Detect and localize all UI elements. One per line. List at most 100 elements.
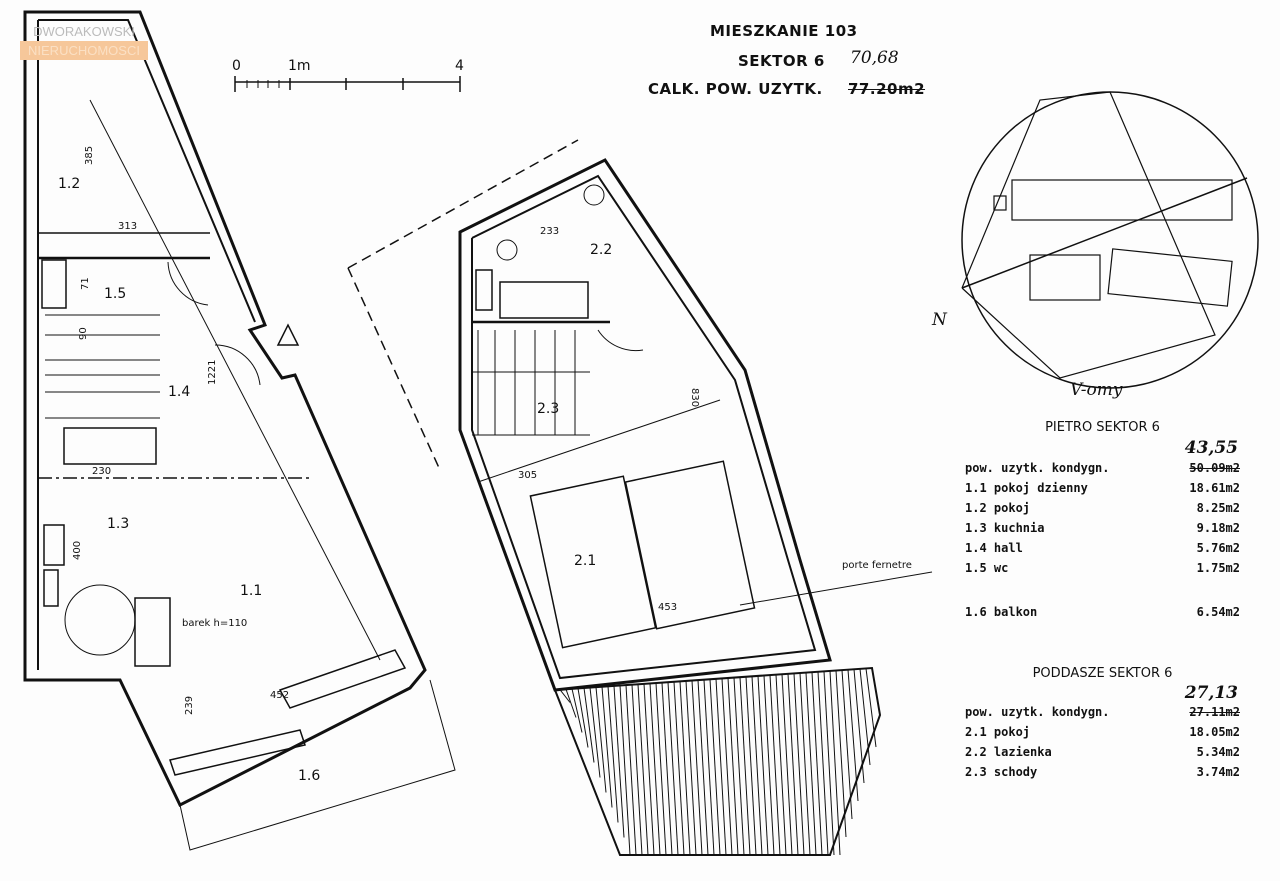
room-area: 1.75m2	[1196, 561, 1240, 575]
hatch-line	[859, 668, 871, 766]
room-1-3-label: 1.3	[107, 516, 129, 532]
hatch-line	[565, 689, 577, 718]
dim-305: 305	[518, 470, 537, 481]
hatch-line	[721, 678, 733, 856]
hatch-line	[775, 674, 787, 856]
room-area: 5.34m2	[1196, 745, 1240, 759]
room-1-2-label: 1.2	[58, 176, 80, 192]
hatch-line	[733, 677, 745, 856]
hatch-line	[817, 671, 829, 856]
dim-452: 452	[270, 690, 289, 701]
logo-line2: NIERUCHOMOSCI	[20, 41, 148, 60]
scale-bar: 0 1m 4	[232, 58, 464, 92]
pietro-title: PIETRO SEKTOR 6	[1045, 420, 1160, 435]
scale-1m: 1m	[288, 58, 311, 74]
room-name: 2.2 lazienka	[965, 745, 1052, 759]
hatch-line	[631, 684, 643, 856]
pietro-handwritten-total: 43,55	[1184, 438, 1238, 458]
room-name: 2.3 schody	[965, 765, 1038, 779]
dim-830: 830	[689, 388, 700, 407]
poddasze-total-value: 27.11m2	[1189, 705, 1240, 719]
hatch-line	[613, 685, 625, 838]
hatch-line	[829, 670, 841, 856]
hatch-line	[847, 669, 859, 802]
hatch-line	[643, 683, 655, 856]
room-1-4-label: 1.4	[168, 384, 190, 400]
room-area: 8.25m2	[1196, 501, 1240, 515]
dim-400: 400	[72, 541, 83, 560]
room-area: 18.61m2	[1189, 481, 1240, 495]
hatch-line	[577, 688, 589, 748]
dim-313: 313	[118, 221, 137, 232]
hatch-line	[571, 688, 583, 733]
logo-line1: DWORAKOWSKI	[33, 24, 135, 39]
hatch-line	[679, 681, 691, 856]
hatch-line	[595, 687, 607, 793]
hatch-line	[559, 689, 571, 703]
hatch-line	[865, 668, 877, 748]
area-row: 2.2 lazienka 5.34m2	[965, 742, 1240, 762]
room-name: 1.6 balkon	[965, 605, 1038, 619]
poddasze-area-table: PODDASZE SEKTOR 6 27,13 pow. uzytk. kond…	[965, 664, 1240, 782]
total-area-label: CALK. POW. UZYTK.	[648, 80, 823, 98]
dim-239: 239	[184, 696, 195, 715]
dim-1221: 1221	[207, 360, 218, 385]
room-area: 9.18m2	[1196, 521, 1240, 535]
hatch-line	[835, 670, 847, 838]
hatch-line	[799, 672, 811, 856]
total-area-value: 77.20m2	[848, 80, 926, 98]
hatch-line	[607, 686, 619, 823]
pietro-area-table: PIETRO SEKTOR 6 43,55 pow. uzytk. kondyg…	[965, 418, 1240, 622]
dim-385: 385	[84, 146, 95, 165]
hatch-line	[763, 675, 775, 856]
hatch-line	[589, 687, 601, 778]
room-name: 1.3 kuchnia	[965, 521, 1045, 535]
scale-0: 0	[232, 58, 241, 74]
room-1-1-label: 1.1	[240, 583, 262, 599]
compass-north-label: N	[931, 310, 948, 330]
hatch-line	[685, 680, 697, 856]
room-area: 18.05m2	[1189, 725, 1240, 739]
room-1-5-label: 1.5	[104, 286, 126, 302]
room-name: 2.1 pokoj	[965, 725, 1031, 739]
hatch-line	[673, 681, 685, 856]
hatch-line	[853, 669, 865, 784]
hatch-line	[841, 670, 853, 820]
hatch-line	[715, 678, 727, 856]
hatch-line	[757, 675, 769, 856]
porte-fenetre-label: porte fernetre	[842, 560, 912, 571]
room-2-1-label: 2.1	[574, 553, 596, 569]
hatch-line	[727, 677, 739, 856]
hatch-line	[709, 679, 721, 856]
room-area: 3.74m2	[1196, 765, 1240, 779]
hatch-line	[751, 676, 763, 856]
dim-453: 453	[658, 602, 677, 613]
room-name: 1.1 pokoj dzienny	[965, 481, 1088, 495]
hatch-line	[823, 671, 835, 856]
hatch-line	[805, 672, 817, 856]
hatch-line	[625, 685, 637, 856]
hatch-line	[667, 682, 679, 856]
area-row: 1.2 pokoj 8.25m2	[965, 498, 1240, 518]
pietro-total-label: pow. uzytk. kondygn.	[965, 461, 1110, 475]
room-name: 1.2 pokoj	[965, 501, 1031, 515]
hatch-line	[661, 682, 673, 856]
hatch-line	[583, 687, 595, 763]
hatch-line	[793, 673, 805, 856]
sector-handwritten-area: 70,68	[850, 48, 899, 68]
site-plan-compass: N V-omy	[931, 91, 1259, 400]
area-row: 1.5 wc 1.75m2	[965, 558, 1240, 578]
floor-2-plan: (function(){var g=document.currentScript…	[347, 139, 933, 856]
hatch-line	[811, 672, 823, 856]
hatch-line	[787, 673, 799, 856]
floor-1-plan: 1.2 1.5 1.4 1.3 1.1 1.6 313 230 452 385 …	[23, 10, 456, 851]
apartment-title: MIESZKANIE 103	[710, 22, 858, 40]
hatch-line	[697, 680, 709, 856]
poddasze-title: PODDASZE SEKTOR 6	[1032, 666, 1173, 681]
signature: V-omy	[1070, 380, 1123, 400]
scale-4: 4	[455, 58, 464, 74]
room-name: 1.5 wc	[965, 561, 1009, 575]
